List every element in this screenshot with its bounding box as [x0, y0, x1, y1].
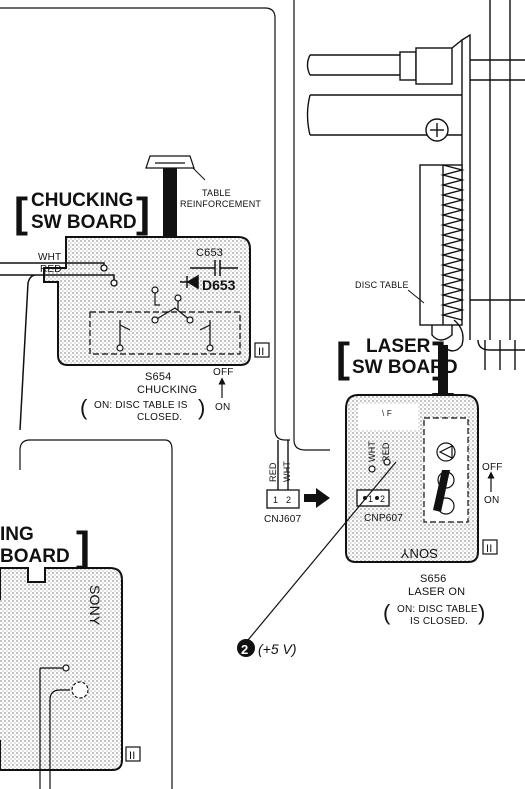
laser-arrow-shaft [438, 345, 448, 395]
cnj607-wht-label: WHT [282, 461, 292, 482]
laser-sw-board: [ LASER SW BOARD ] \ F WHT RED 1 2 CNP60… [336, 334, 503, 627]
cnj607-wires [277, 440, 289, 490]
d653-diode [180, 274, 199, 290]
laser-sony-text: SONY [400, 546, 438, 561]
partial-sw-board: ING BOARD ] SONY II [0, 523, 141, 789]
chucking-board-title-2: SW BOARD [31, 212, 137, 233]
chucking-board-outline [43, 236, 251, 366]
s654-pad-1 [151, 286, 159, 294]
cnp607-label: CNP607 [364, 513, 403, 524]
s654-pad-6 [206, 344, 214, 352]
voltage-marker-number: 2 [241, 642, 248, 657]
s654-state-2: CLOSED. [137, 412, 182, 423]
laser-board-mark-box [482, 539, 498, 555]
s654-id: S654 [145, 371, 172, 383]
cnj607-red-label: RED [268, 462, 278, 482]
chucking-board-mark: II [258, 346, 265, 358]
voltage-leader [247, 461, 397, 641]
chucking-sw-board: TABLE REINFORCEMENT [ CHUCKING SW BOARD … [0, 155, 270, 431]
partial-pad-1 [62, 664, 70, 672]
partial-pad-2 [71, 681, 89, 699]
partial-traces [39, 667, 70, 789]
s654-paren-right: ) [198, 395, 205, 420]
chucking-board-bracket-right: ] [136, 189, 150, 236]
s654-pad-2 [174, 294, 182, 302]
c653-capacitor [190, 260, 238, 276]
partial-sony-text: SONY [87, 585, 103, 626]
cnj607-arrow-shaft [304, 494, 316, 502]
c653-label: C653 [196, 247, 223, 259]
voltage-marker-circle [237, 639, 255, 657]
disc-table-label: DISC TABLE [355, 280, 409, 290]
cnj607-connector-group: RED WHT 1 2 CNJ607 [264, 440, 330, 525]
s654-switch-traces [89, 292, 241, 355]
s654-off: OFF [213, 367, 234, 378]
cnp607-pin1: 1 [368, 494, 373, 504]
s656-state-1: ON: DISC TABLE [397, 604, 478, 615]
s656-paren-left: ( [383, 600, 391, 625]
laser-red-pad [383, 458, 391, 466]
laser-board-blank [358, 404, 418, 430]
partial-board-bracket-right: ] [76, 523, 90, 570]
cnp607-pin2-dot [375, 496, 379, 500]
disc-table-leader [407, 289, 425, 304]
laser-red-label: RED [381, 442, 391, 462]
laser-wht-pad [368, 465, 376, 473]
laser-board-mark: II [486, 543, 493, 555]
cnj607-pin1: 1 [273, 495, 278, 505]
reinforcement-leader [192, 167, 206, 181]
s656-triangle [438, 445, 453, 459]
laser-board-title-2: SW BOARD [352, 357, 458, 378]
disc-table-mechanism [306, 0, 525, 370]
laser-wht-label: WHT [367, 441, 377, 462]
partial-board-title-1: ING [0, 524, 34, 545]
partial-board-mark: II [129, 750, 136, 762]
chucking-wht-pad [100, 264, 108, 272]
s656-on: ON [484, 495, 499, 506]
s654-name: CHUCKING [137, 384, 197, 396]
s654-paren-left: ( [80, 395, 88, 420]
cnj607-label: CNJ607 [264, 514, 302, 525]
laser-board-title-1: LASER [366, 336, 431, 357]
s656-pad-top [436, 442, 456, 462]
chucking-wht-label: WHT [38, 252, 61, 263]
cnp607-pin2: 2 [380, 494, 385, 504]
table-reinforcement-label-1: TABLE [202, 188, 231, 198]
voltage-marker-label: (+5 V) [258, 641, 297, 657]
s654-on: ON [215, 402, 230, 413]
chucking-board-bracket-left: [ [14, 189, 28, 236]
table-reinforcement [145, 155, 195, 169]
partial-board-mark-box [125, 746, 141, 762]
s654-pad-4 [186, 316, 194, 324]
s654-pad-3 [151, 316, 159, 324]
chucking-red-label: RED [40, 264, 62, 275]
chucking-red-pad [110, 279, 118, 287]
chucking-board-mark-box [254, 342, 270, 358]
cnj607-arrow-head [316, 488, 330, 508]
s656-lever [433, 470, 450, 512]
laser-board-bracket-left: [ [336, 334, 350, 381]
s656-off: OFF [482, 462, 503, 473]
partial-board-title-2: BOARD [0, 546, 70, 567]
s656-state-2: IS CLOSED. [410, 616, 468, 627]
s654-pad-5 [116, 344, 124, 352]
cnj607-pin2: 2 [286, 495, 291, 505]
s654-state-1: ON: DISC TABLE IS [94, 400, 188, 411]
s656-paren-right: ) [478, 600, 485, 625]
s656-id: S656 [420, 573, 447, 585]
s656-name: LASER ON [408, 586, 465, 598]
frame-lines [0, 0, 330, 789]
chucking-board-title-1: CHUCKING [31, 190, 133, 211]
laser-board-marks: \ F [382, 409, 392, 418]
table-reinforcement-label-2: REINFORCEMENT [180, 199, 261, 209]
cnj607-body [266, 489, 300, 509]
d653-label: D653 [202, 277, 236, 293]
